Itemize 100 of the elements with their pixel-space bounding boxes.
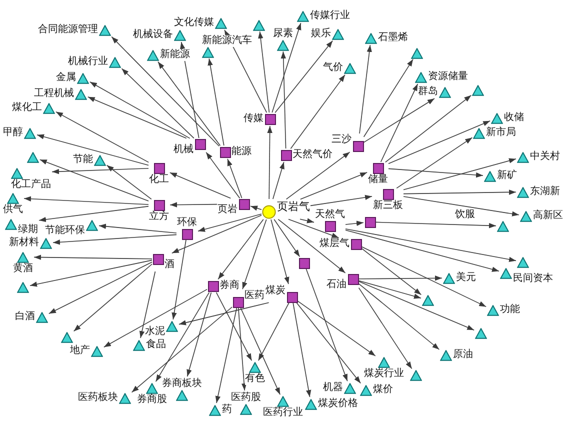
node-label: 资源储量 — [428, 71, 468, 83]
node-label: 机械行业 — [68, 56, 108, 68]
arrow — [345, 228, 516, 262]
node-label: 机械设备 — [133, 29, 173, 41]
arrow — [52, 234, 177, 245]
node-label: 供气 — [3, 204, 23, 216]
arrow — [104, 288, 208, 348]
node-label: 化工产品 — [11, 178, 51, 190]
node-label: 煤炭 — [266, 285, 286, 297]
node-label: 娱乐 — [311, 28, 331, 40]
arrow — [290, 74, 346, 149]
node-label: 券商板块 — [162, 378, 202, 390]
node-label: 原油 — [453, 349, 473, 361]
arrow — [98, 224, 177, 234]
node-label: 白酒 — [15, 311, 35, 323]
arrow — [274, 40, 333, 113]
node-label: 券商 — [220, 280, 240, 292]
arrow — [385, 94, 472, 163]
node-label: 合同能源管理 — [38, 24, 98, 36]
arrow — [139, 271, 156, 338]
arrow — [106, 164, 152, 200]
arrow — [216, 292, 252, 361]
arrow — [36, 134, 149, 166]
node-label: 医药股 — [231, 392, 261, 404]
node-label: 立方 — [149, 210, 169, 222]
arrow — [380, 84, 418, 162]
node-label: 石油 — [326, 279, 346, 291]
arrow — [170, 172, 231, 199]
node-label: 水泥 — [145, 326, 165, 338]
node-label: 节能环保 — [45, 225, 85, 237]
node-label: 高新区 — [533, 210, 563, 222]
arrow — [272, 22, 302, 113]
node-label: 中关村 — [530, 151, 560, 163]
arrow — [215, 308, 238, 404]
arrow — [218, 219, 264, 280]
node-label: 能源 — [232, 146, 252, 158]
node-label: 有色 — [245, 372, 265, 384]
node-label: 煤炭行业 — [364, 368, 404, 380]
node-label: 酒 — [164, 259, 174, 271]
arrow — [358, 287, 412, 370]
node-label: 三沙 — [332, 134, 352, 146]
arrow — [363, 58, 414, 138]
arrow — [258, 31, 270, 113]
node-label: 新能源汽车 — [202, 34, 252, 46]
arrow — [158, 61, 221, 146]
node-label: 天然气 — [315, 208, 345, 220]
node-label: 新能源 — [160, 49, 190, 61]
arrow — [238, 308, 247, 391]
node-label: 煤价 — [373, 384, 393, 396]
arrow — [388, 168, 484, 178]
arrow — [73, 264, 152, 332]
arrow — [240, 308, 280, 395]
node-label: 储量 — [368, 174, 388, 186]
node-label: 收储 — [504, 112, 524, 124]
arrow — [111, 36, 220, 146]
arrow — [376, 222, 496, 228]
arrow — [155, 292, 210, 382]
arrow — [403, 196, 520, 216]
node-label: 机器 — [323, 382, 343, 394]
arrow — [178, 302, 270, 326]
node-label: 黄酒 — [13, 262, 33, 274]
arrow — [48, 262, 152, 314]
arrow — [242, 219, 267, 290]
node-label: 医药 — [244, 290, 264, 302]
arrow — [250, 206, 262, 211]
node-label: 绿期 — [18, 224, 38, 236]
arrow — [359, 44, 372, 134]
node-label: 化工 — [149, 174, 169, 186]
node-label: 传媒 — [244, 113, 264, 125]
arrow — [198, 214, 262, 232]
node-label: 新矿 — [497, 170, 517, 182]
arrow — [258, 302, 290, 361]
arrow — [288, 218, 340, 238]
arrow — [90, 82, 190, 139]
arrow — [362, 246, 486, 308]
arrow — [286, 152, 350, 200]
arrow — [358, 283, 440, 350]
node-label: 食品 — [146, 339, 166, 351]
node-label: 地产 — [70, 345, 90, 357]
node-label: 传媒行业 — [310, 10, 350, 22]
node-label: 美元 — [456, 272, 476, 284]
arrow — [208, 58, 224, 146]
node-label: 新材料 — [9, 237, 39, 249]
arrow — [300, 218, 314, 224]
node-label: 金属 — [56, 72, 76, 84]
arrow — [52, 168, 149, 174]
arrow — [227, 158, 242, 198]
node-label: 功能 — [500, 304, 520, 316]
node-label: 页岩气 — [277, 200, 310, 212]
arrow — [345, 220, 364, 226]
node-label: 新市局 — [486, 127, 516, 139]
arrow — [388, 120, 490, 164]
node-label: 券商股 — [137, 394, 167, 406]
node-label: 天然气价 — [292, 149, 332, 161]
arrow — [206, 152, 240, 198]
node-label: 新三板 — [373, 200, 403, 212]
arrow — [310, 194, 372, 206]
node-label: 医药板块 — [78, 392, 118, 404]
node-label: 环保 — [177, 216, 197, 228]
arrow — [131, 306, 232, 393]
